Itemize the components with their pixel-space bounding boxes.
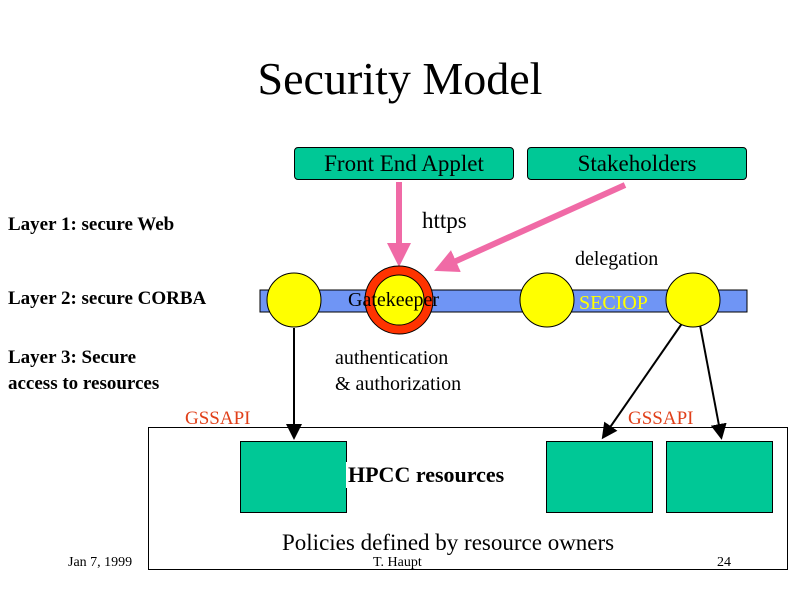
resources-container bbox=[148, 427, 788, 570]
https-label: https bbox=[422, 208, 467, 233]
stakeholders-box: Stakeholders bbox=[527, 147, 747, 180]
footer-page-number: 24 bbox=[717, 555, 731, 570]
seciop-label: SECIOP bbox=[579, 292, 648, 314]
auth-label-line2: & authorization bbox=[335, 373, 462, 395]
gssapi-right-label: GSSAPI bbox=[628, 408, 694, 429]
policies-label: Policies defined by resource owners bbox=[282, 530, 615, 555]
layer3-label-line1: Layer 3: Secure bbox=[8, 347, 137, 368]
layer1-label: Layer 1: secure Web bbox=[8, 214, 175, 235]
corba-node-left bbox=[266, 272, 322, 328]
layer2-label: Layer 2: secure CORBA bbox=[8, 288, 207, 309]
footer-author: T. Haupt bbox=[373, 555, 422, 570]
gatekeeper-node bbox=[373, 274, 425, 326]
delegation-arrow bbox=[434, 182, 627, 273]
front-end-applet-box: Front End Applet bbox=[294, 147, 514, 180]
auth-label-line1: authentication bbox=[335, 347, 449, 369]
stakeholders-label: Stakeholders bbox=[577, 151, 697, 176]
resource-block-middle bbox=[546, 441, 653, 513]
gssapi-left-label: GSSAPI bbox=[185, 408, 251, 429]
gssapi-middle-arrow bbox=[601, 321, 684, 440]
gatekeeper-label: Gatekeeper bbox=[348, 289, 440, 311]
delegation-label: delegation bbox=[575, 248, 659, 270]
hpcc-resources-label: HPCC resources bbox=[346, 462, 507, 488]
footer-date: Jan 7, 1999 bbox=[68, 555, 133, 570]
resource-block-left bbox=[240, 441, 347, 513]
front-end-applet-label: Front End Applet bbox=[324, 151, 484, 176]
resource-block-right bbox=[666, 441, 773, 513]
layer3-label-line2: access to resources bbox=[8, 373, 160, 394]
slide-title: Security Model bbox=[257, 53, 543, 104]
gssapi-right-arrow bbox=[699, 324, 727, 440]
corba-node-middle bbox=[519, 272, 575, 328]
corba-node-right bbox=[665, 272, 721, 328]
